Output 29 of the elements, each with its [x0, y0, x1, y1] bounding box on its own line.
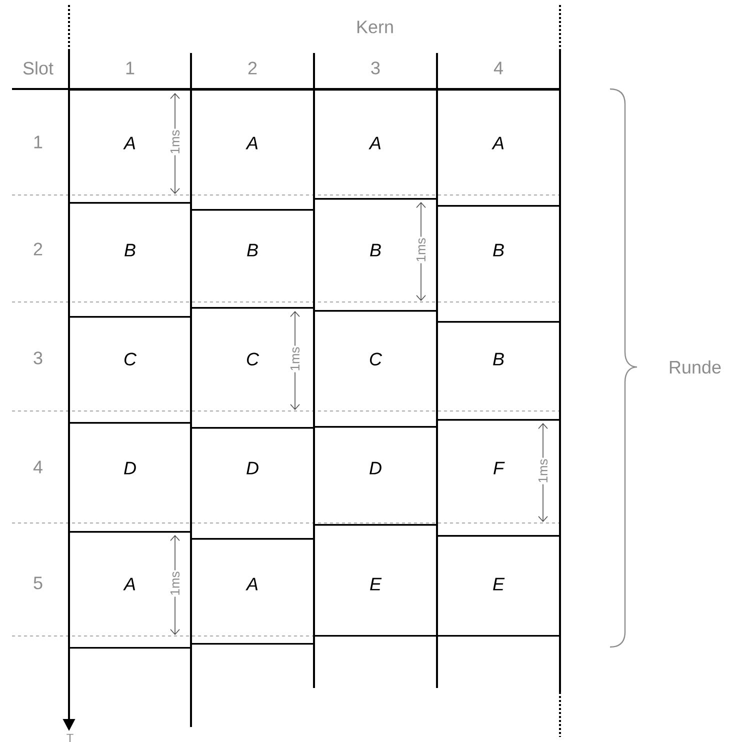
dimension-label: 1ms: [169, 128, 181, 156]
row-number: 3: [34, 352, 42, 364]
slot-box: E: [313, 524, 438, 637]
dimension-label: 1ms: [415, 236, 427, 264]
slot-box: D: [313, 426, 438, 526]
dimension-label: 1ms: [289, 346, 301, 372]
row-number: 2: [34, 242, 42, 256]
slot-box: A: [190, 89, 315, 211]
row-number: 5: [34, 576, 42, 590]
slot-box: E: [436, 535, 561, 637]
slot-box: B: [190, 209, 315, 309]
slot-box: A: [190, 538, 315, 645]
slot-box: B: [68, 202, 192, 318]
slot-box: B: [436, 205, 561, 323]
slot-box: A: [313, 89, 438, 200]
slot-box: C: [68, 316, 192, 424]
slot-box: D: [190, 427, 315, 540]
header-label: Kern: [357, 20, 393, 34]
row-number: 1: [34, 136, 42, 148]
dimension-label: 1ms: [169, 570, 181, 597]
slot-box: D: [68, 422, 192, 533]
brace-label: Runde: [670, 360, 721, 374]
row-number: 4: [33, 460, 42, 474]
slot-box: A: [436, 89, 561, 207]
header-label: Slot: [23, 61, 54, 75]
slot-box: B: [436, 321, 561, 421]
dimension-label: 1ms: [537, 458, 549, 484]
slot-box: C: [313, 310, 438, 428]
axis-label: T: [66, 734, 74, 742]
